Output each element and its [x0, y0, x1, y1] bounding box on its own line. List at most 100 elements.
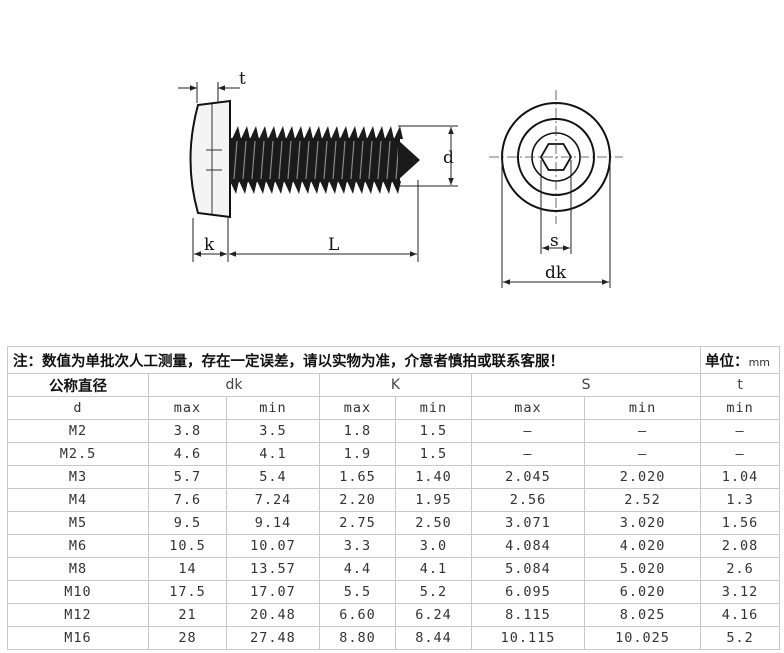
- label-s: s: [550, 231, 559, 251]
- nominal-diameter-header: 公称直径: [7, 373, 149, 397]
- cell-s-min: 6.020: [583, 580, 702, 604]
- cell-t-min: 1.56: [700, 511, 781, 535]
- label-dk: dk: [545, 263, 567, 283]
- cell-k-max: 6.60: [319, 603, 396, 627]
- cell-dk-min: 27.48: [226, 626, 320, 650]
- cell-k-min: 8.44: [395, 626, 472, 650]
- cell-nominal: M12: [7, 603, 149, 627]
- sub-s-min: min: [583, 396, 702, 420]
- cell-s-min: —: [583, 442, 702, 466]
- unit-label: 单位：: [705, 353, 749, 370]
- cell-k-max: 5.5: [319, 580, 396, 604]
- screw-diagram: t d k L s dk: [178, 69, 623, 288]
- cell-k-max: 3.3: [319, 534, 396, 558]
- cell-s-max: —: [471, 442, 585, 466]
- cell-s-max: 5.084: [471, 557, 585, 581]
- cell-k-max: 1.65: [319, 465, 396, 489]
- cell-dk-max: 21: [148, 603, 227, 627]
- cell-s-max: 6.095: [471, 580, 585, 604]
- cell-s-min: 4.020: [583, 534, 702, 558]
- label-d: d: [443, 148, 454, 168]
- cell-nominal: M2: [7, 419, 149, 443]
- cell-dk-min: 17.07: [226, 580, 320, 604]
- unit-cell: 单位：mm: [700, 346, 781, 374]
- screw-drawing-svg: t d k L s dk: [178, 69, 623, 288]
- sub-dk-max: max: [148, 396, 227, 420]
- cell-s-max: 3.071: [471, 511, 585, 535]
- cell-t-min: —: [700, 419, 781, 443]
- cell-dk-max: 17.5: [148, 580, 227, 604]
- cell-dk-max: 9.5: [148, 511, 227, 535]
- cell-k-max: 4.4: [319, 557, 396, 581]
- note-row: 注：数值为单批次人工测量，存在一定误差，请以实物为准，介意者慎拍或联系客服！ 单…: [6, 346, 781, 374]
- cell-t-min: 3.12: [700, 580, 781, 604]
- cell-k-min: 2.50: [395, 511, 472, 535]
- group-header-row: 公称直径 dk K S t: [7, 373, 781, 397]
- side-dimensions: [178, 82, 458, 262]
- nominal-sub-d: d: [7, 396, 149, 420]
- cell-s-min: 3.020: [583, 511, 702, 535]
- front-dimensions: [501, 160, 611, 288]
- cell-t-min: 1.3: [700, 488, 781, 512]
- sub-dk-min: min: [226, 396, 320, 420]
- group-s: S: [470, 373, 702, 397]
- group-dk: dk: [148, 373, 320, 397]
- cell-nominal: M16: [7, 626, 149, 650]
- cell-t-min: 1.04: [700, 465, 781, 489]
- cell-s-max: 2.045: [471, 465, 585, 489]
- cell-k-min: 6.24: [395, 603, 472, 627]
- cell-t-min: 4.16: [700, 603, 781, 627]
- screw-threads: [230, 126, 403, 194]
- cell-dk-min: 20.48: [226, 603, 320, 627]
- cell-dk-min: 3.5: [226, 419, 320, 443]
- sub-s-max: max: [471, 396, 585, 420]
- cell-dk-min: 7.24: [226, 488, 320, 512]
- cell-nominal: M8: [7, 557, 149, 581]
- cell-k-max: 1.9: [319, 442, 396, 466]
- cell-dk-max: 28: [148, 626, 227, 650]
- cell-s-min: —: [583, 419, 702, 443]
- cell-dk-min: 5.4: [226, 465, 320, 489]
- cell-dk-min: 13.57: [226, 557, 320, 581]
- sub-k-min: min: [395, 396, 472, 420]
- cell-s-min: 8.025: [583, 603, 702, 627]
- cell-nominal: M3: [7, 465, 149, 489]
- cell-t-min: —: [700, 442, 781, 466]
- group-t: t: [700, 373, 781, 397]
- cell-s-max: 8.115: [471, 603, 585, 627]
- cell-s-min: 2.52: [583, 488, 702, 512]
- cell-k-min: 1.95: [395, 488, 472, 512]
- cell-dk-min: 10.07: [226, 534, 320, 558]
- cell-s-min: 10.025: [583, 626, 702, 650]
- cell-s-max: —: [471, 419, 585, 443]
- sub-t-min: min: [700, 396, 781, 420]
- cell-dk-max: 3.8: [148, 419, 227, 443]
- unit-value: mm: [748, 355, 770, 369]
- cell-k-max: 2.75: [319, 511, 396, 535]
- cell-s-max: 10.115: [471, 626, 585, 650]
- cell-k-min: 4.1: [395, 557, 472, 581]
- group-k: K: [319, 373, 472, 397]
- cell-k-min: 1.5: [395, 419, 472, 443]
- cell-nominal: M4: [7, 488, 149, 512]
- cell-k-max: 1.8: [319, 419, 396, 443]
- cell-dk-min: 9.14: [226, 511, 320, 535]
- measurement-note: 注：数值为单批次人工测量，存在一定误差，请以实物为准，介意者慎拍或联系客服！: [6, 346, 702, 374]
- spec-table: 注：数值为单批次人工测量，存在一定误差，请以实物为准，介意者慎拍或联系客服！ 单…: [6, 346, 781, 650]
- cell-k-min: 3.0: [395, 534, 472, 558]
- cell-nominal: M6: [7, 534, 149, 558]
- cell-nominal: M10: [7, 580, 149, 604]
- cell-nominal: M5: [7, 511, 149, 535]
- screw-front-view: [489, 90, 623, 224]
- cell-dk-max: 5.7: [148, 465, 227, 489]
- cell-s-max: 4.084: [471, 534, 585, 558]
